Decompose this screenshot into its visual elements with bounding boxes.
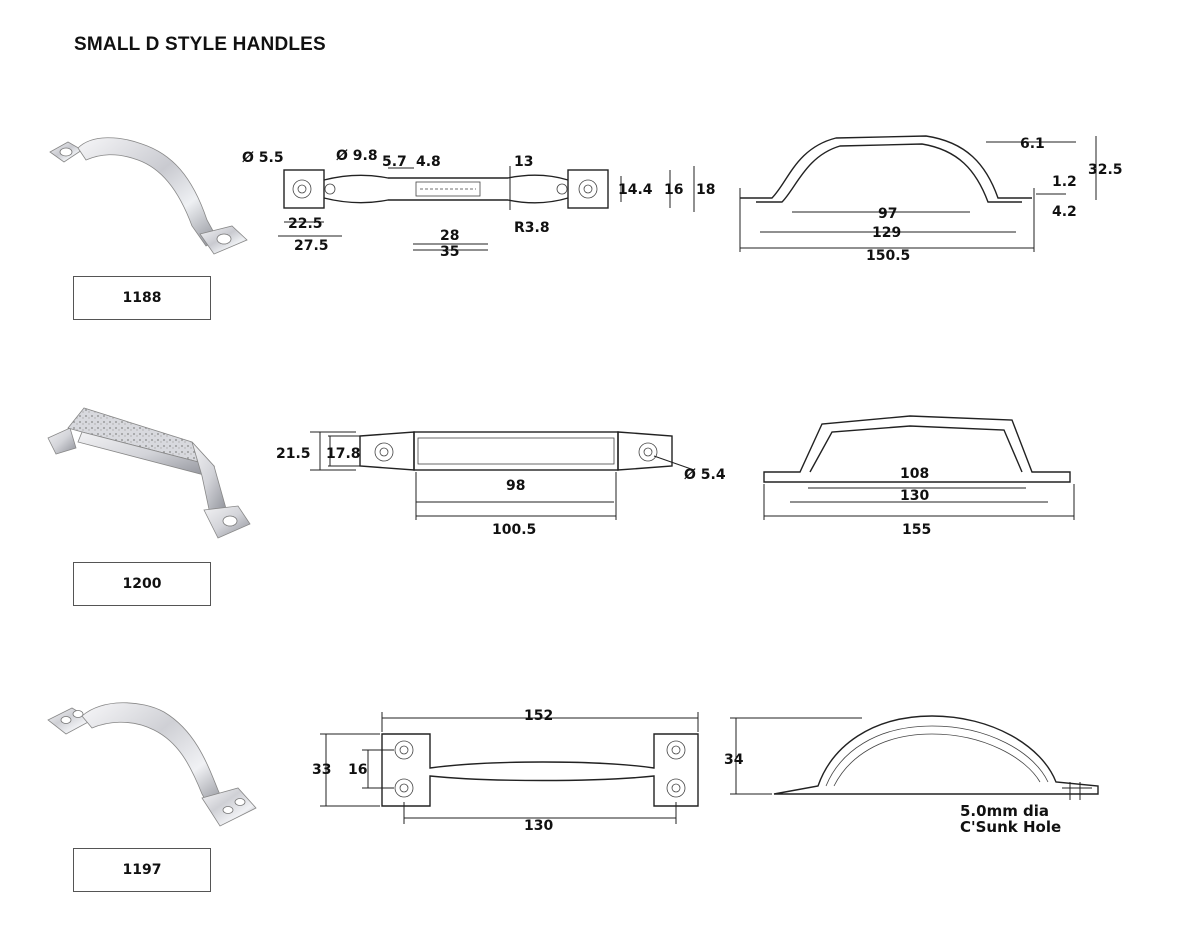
dim-1188-span-a: 97: [878, 206, 897, 222]
dim-1188-outer: 27.5: [294, 238, 329, 254]
dim-1200-outer-h: 21.5: [276, 446, 311, 462]
dim-1188-boss-dia: Ø 9.8: [336, 148, 378, 164]
dim-1188-mid-w: 13: [514, 154, 533, 170]
dim-1188-radius: R3.8: [514, 220, 550, 236]
dim-1200-inner-h: 17.8: [326, 446, 361, 462]
dim-1188-span-c: 150.5: [866, 248, 910, 264]
product-code-1197: 1197: [73, 848, 211, 892]
dim-1188-plate-a: 14.4: [618, 182, 653, 198]
dim-1200-span-b: 130: [900, 488, 929, 504]
dim-1200-span-a: 108: [900, 466, 929, 482]
dim-1188-inner: 22.5: [288, 216, 323, 232]
dim-1188-h-top: 6.1: [1020, 136, 1045, 152]
top-view-drawing-1200: 21.5 17.8 Ø 5.4 98 100.5: [276, 431, 726, 538]
dim-1188-base: 4.2: [1052, 204, 1077, 220]
dim-1188-height: 32.5: [1088, 162, 1123, 178]
dim-1188-plate-b: 16: [664, 182, 683, 198]
dim-1200-span-c: 155: [902, 522, 931, 538]
product-code-1188: 1188: [73, 276, 211, 320]
dim-1188-plate-c: 18: [696, 182, 715, 198]
side-view-drawing-1188: 6.1 32.5 1.2 4.2 97 129 150.5: [739, 135, 1123, 264]
dim-1200-outer-len: 100.5: [492, 522, 536, 538]
dim-1188-foot: 1.2: [1052, 174, 1077, 190]
dim-1188-hole-dia: Ø 5.5: [242, 150, 284, 166]
dim-1188-grip-b: 35: [440, 244, 459, 260]
note-1197-hole-2: C'Sunk Hole: [960, 818, 1061, 836]
dim-1197-hole-pitch: 16: [348, 762, 367, 778]
side-view-drawing-1197: 34 5.0mm dia C'Sunk Hole: [724, 715, 1099, 836]
dim-1197-height: 33: [312, 762, 331, 778]
dim-1188-neck: 5.7: [382, 154, 407, 170]
product-photo-1200: [47, 407, 251, 539]
dim-1197-height-side: 34: [724, 752, 744, 768]
dim-1200-hole-dia: Ø 5.4: [684, 467, 726, 483]
note-1197-hole-1: 5.0mm dia: [960, 802, 1049, 820]
side-view-drawing-1200: 108 130 155: [763, 415, 1075, 538]
product-photo-1188: [49, 137, 248, 255]
dim-1188-span-b: 129: [872, 225, 901, 241]
dim-1188-grip-w: 4.8: [416, 154, 441, 170]
dim-1197-length: 152: [524, 708, 553, 724]
page-title: SMALL D STYLE HANDLES: [74, 34, 326, 55]
product-code-1200: 1200: [73, 562, 211, 606]
top-view-drawing-1197: 152 33 16 130: [312, 708, 699, 834]
top-view-drawing-1188: Ø 5.5 Ø 9.8 5.7 4.8 13 14.4 16 18 22.5 2…: [242, 148, 715, 260]
dim-1197-centers: 130: [524, 818, 553, 834]
product-photo-1197: [47, 702, 257, 827]
dim-1200-inner-len: 98: [506, 478, 525, 494]
dim-1188-grip-a: 28: [440, 228, 459, 244]
